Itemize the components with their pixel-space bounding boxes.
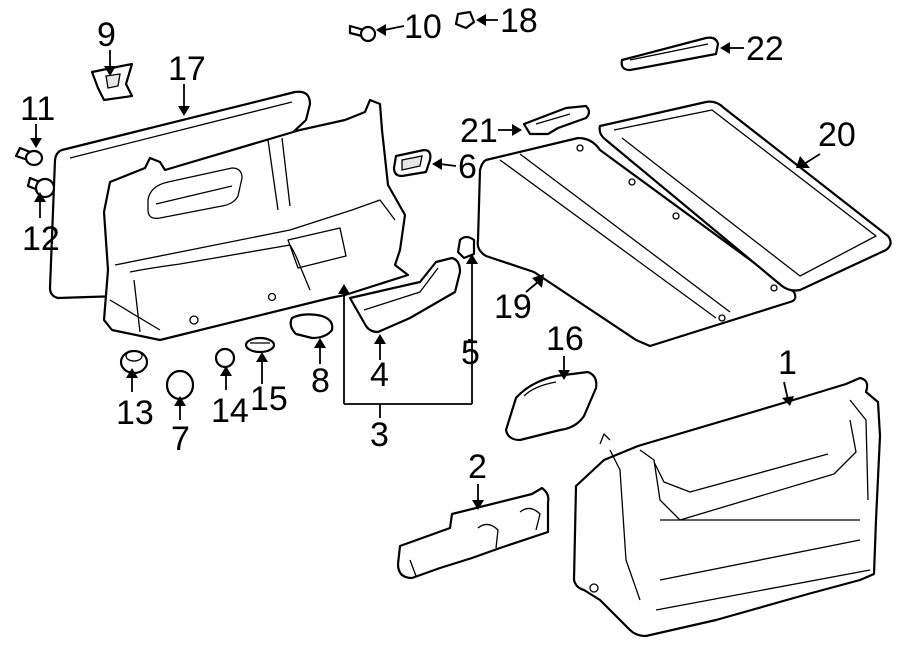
callout-4: 4 <box>370 356 389 394</box>
part-13-grommet <box>119 349 149 375</box>
part-1-quarter-trim <box>572 376 882 638</box>
part-10-screw <box>348 24 377 43</box>
leader-lines <box>30 14 821 510</box>
callout-9: 9 <box>97 16 116 54</box>
callout-22: 22 <box>746 30 784 68</box>
part-15-plug <box>244 336 276 354</box>
part-16-pad <box>504 370 598 442</box>
callout-14: 14 <box>211 392 249 430</box>
callout-18: 18 <box>500 2 538 40</box>
callout-8: 8 <box>311 362 330 400</box>
callout-17: 17 <box>168 50 206 88</box>
callout-20: 20 <box>818 116 856 154</box>
callout-3: 3 <box>370 416 389 454</box>
callout-13: 13 <box>116 394 154 432</box>
callout-6: 6 <box>458 148 477 186</box>
callout-7: 7 <box>171 420 190 458</box>
part-3-quarter-trim-panel <box>102 98 410 342</box>
part-7-cap <box>165 369 195 401</box>
callout-21: 21 <box>460 112 498 150</box>
part-14-clip <box>214 347 236 369</box>
part-2-mounting-bracket <box>396 486 550 580</box>
callout-10: 10 <box>404 8 442 46</box>
part-19-load-floor <box>476 136 797 348</box>
part-9-clip <box>90 62 134 102</box>
part-22-rail <box>620 36 720 72</box>
callout-labels: 9 17 11 12 10 18 22 21 6 20 19 16 5 1 8 … <box>20 2 856 486</box>
part-12-push-pin <box>26 176 56 199</box>
part-6-handle-bezel <box>392 148 432 178</box>
part-8-pad <box>289 313 334 340</box>
callout-19: 19 <box>494 288 532 326</box>
part-11-push-pin <box>14 146 44 167</box>
callout-1: 1 <box>778 344 797 382</box>
callout-12: 12 <box>22 220 60 258</box>
part-4-sill-cover <box>348 256 462 334</box>
callout-15: 15 <box>250 380 288 418</box>
callout-11: 11 <box>20 90 55 128</box>
part-18-clip <box>454 10 476 30</box>
part-20-cover-panel <box>598 100 892 292</box>
callout-16: 16 <box>546 320 584 358</box>
part-5-clip <box>456 235 476 260</box>
callout-5: 5 <box>461 334 480 372</box>
callout-2: 2 <box>468 448 487 486</box>
part-21-bracket <box>522 104 591 136</box>
